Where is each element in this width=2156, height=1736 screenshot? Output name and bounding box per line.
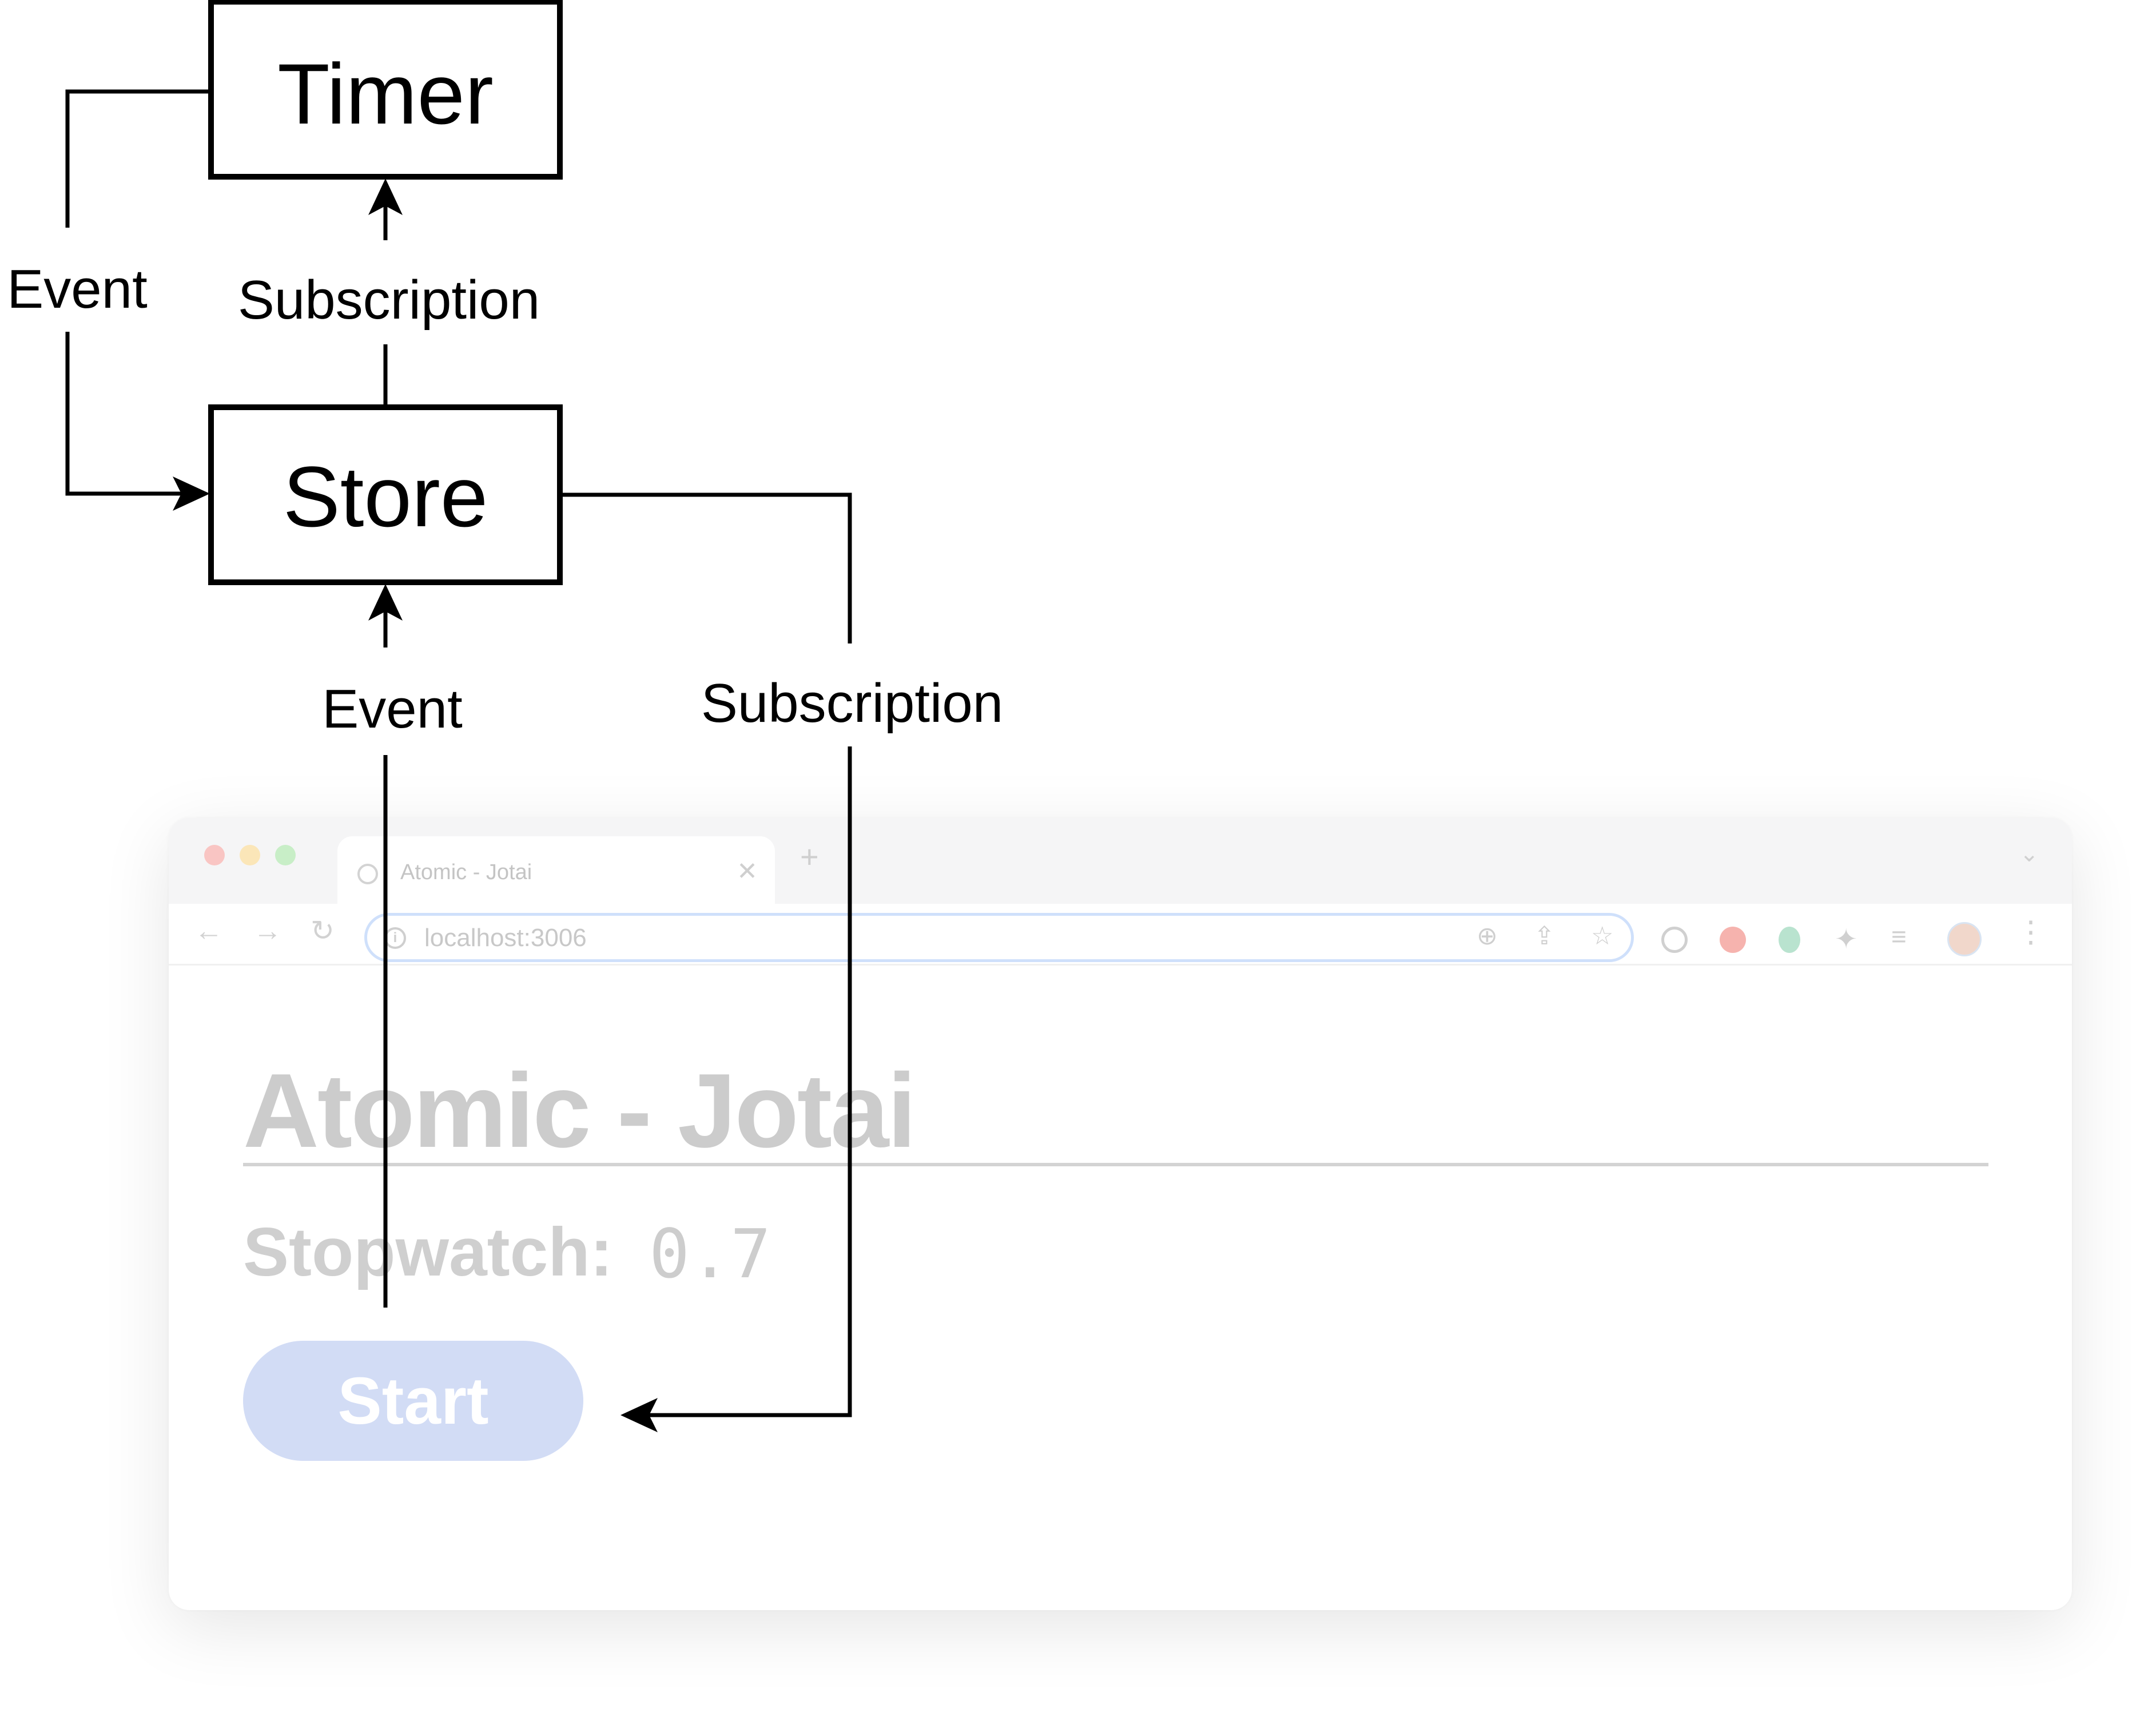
browser-window: Atomic - Jotai ✕ + ⌄ ← → ↻ i localhost:3… (169, 818, 2072, 1610)
avatar[interactable] (1947, 922, 1982, 956)
arrowhead (368, 584, 403, 621)
kebab-menu-icon[interactable]: ⋮ (2016, 916, 2046, 949)
stopwatch-value: 0.7 (649, 1214, 771, 1293)
reload-icon[interactable]: ↻ (311, 915, 335, 947)
store-node: Store (208, 404, 563, 585)
tab-title: Atomic - Jotai (400, 860, 532, 884)
plus-icon[interactable]: + (800, 839, 819, 875)
edge-store-to-timer: Subscription (238, 178, 540, 407)
browser-toolbar: ← → ↻ i localhost:3006 ⊕ ⇪ ☆ ✦ ≡ ⋮ (169, 904, 2072, 966)
close-icon[interactable]: ✕ (737, 857, 758, 885)
heading-divider (243, 1163, 1988, 1166)
zoom-icon[interactable]: ⊕ (1477, 922, 1498, 950)
edge-label-app-event: Event (322, 678, 462, 740)
chevron-down-icon[interactable]: ⌄ (2019, 841, 2039, 867)
arrowhead (620, 1398, 658, 1432)
zoom-window-button[interactable] (275, 845, 296, 865)
page-title: Atomic - Jotai (243, 1051, 917, 1169)
start-button[interactable]: Start (243, 1341, 583, 1461)
edge-app-to-store: Event (322, 584, 463, 1308)
edge-label-timer-event: Event (7, 259, 147, 320)
timer-node: Timer (208, 0, 563, 180)
back-arrow-icon[interactable]: ← (194, 915, 223, 947)
password-manager-icon[interactable] (1661, 927, 1688, 953)
store-node-label: Store (283, 448, 488, 545)
edge-timer-to-store: Event (7, 89, 211, 511)
forward-arrow-icon[interactable]: → (253, 915, 282, 947)
adblock-icon[interactable] (1720, 927, 1746, 953)
arrowhead (368, 178, 403, 215)
url-text[interactable]: localhost:3006 (424, 924, 587, 952)
share-icon[interactable]: ⇪ (1534, 922, 1555, 950)
close-window-button[interactable] (204, 845, 225, 865)
star-icon[interactable]: ☆ (1591, 922, 1614, 950)
puzzle-icon[interactable]: ✦ (1835, 924, 1858, 955)
arrowhead (173, 476, 210, 511)
minimize-window-button[interactable] (240, 845, 260, 865)
globe-icon (357, 864, 378, 884)
address-bar[interactable]: i localhost:3006 ⊕ ⇪ ☆ (364, 913, 1634, 962)
edge-label-timer-subscription: Subscription (238, 269, 540, 331)
stopwatch-label: Stopwatch: (243, 1214, 613, 1290)
browser-tab[interactable]: Atomic - Jotai ✕ (337, 836, 775, 904)
timer-node-label: Timer (277, 46, 494, 142)
media-icon[interactable]: ≡ (1891, 921, 1907, 951)
edge-label-app-subscription: Subscription (701, 673, 1003, 734)
extension-icon[interactable] (1779, 927, 1800, 953)
edge-store-to-app: Subscription (560, 492, 1003, 1432)
title-bar: Atomic - Jotai ✕ + ⌄ (169, 818, 2072, 904)
